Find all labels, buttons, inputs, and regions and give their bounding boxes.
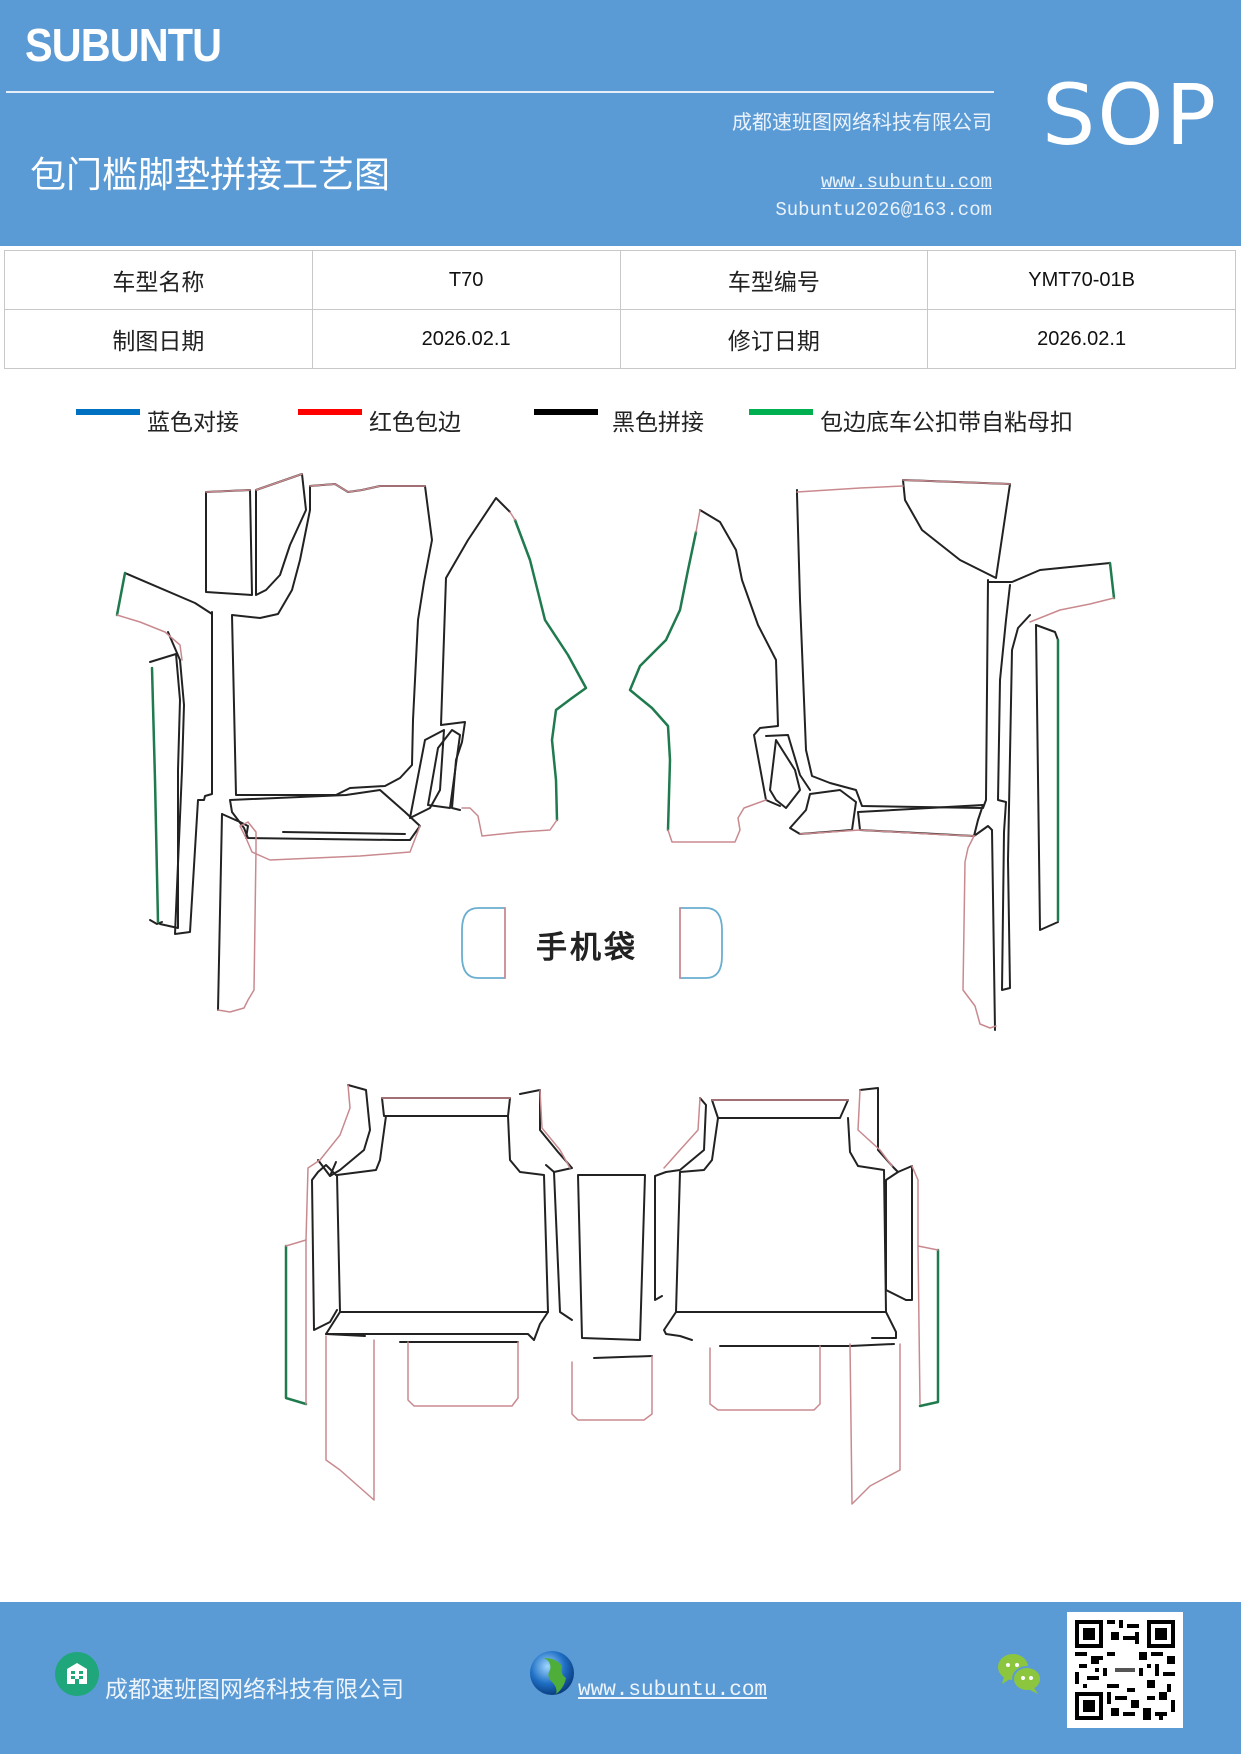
green-swatch [749,409,813,415]
footer-company: 成都速班图网络科技有限公司 [53,1650,404,1703]
header-divider [6,91,994,93]
revision-date-label: 修订日期 [619,309,929,369]
email-address: Subuntu2026@163.com [775,199,992,221]
sop-badge: SOP [1042,66,1219,164]
footer-website: www.subuntu.com [528,1648,767,1702]
legend-label: 蓝色对接 [147,410,239,436]
model-name-value: T70 [311,250,621,310]
legend-label: 红色包边 [369,410,461,436]
table-row: 车型名称 T70 车型编号 YMT70-01B [4,250,1236,310]
model-code-value: YMT70-01B [927,250,1236,310]
legend-item-green: 包边底车公扣带自粘母扣 [749,403,1073,437]
rear-mat-diagram [284,1084,940,1505]
header-banner: SUBUNTU 包门槛脚垫拼接工艺图 成都速班图网络科技有限公司 www.sub… [0,0,1241,246]
drawing-date-value: 2026.02.1 [311,309,621,369]
color-legend: 蓝色对接 红色包边 黑色拼接 包边底车公扣带自粘母扣 [0,403,1241,443]
qr-code [1067,1612,1183,1728]
legend-label: 包边底车公扣带自粘母扣 [820,410,1073,436]
globe-icon [530,1651,574,1695]
footer-company-name: 成都速班图网络科技有限公司 [105,1677,404,1703]
legend-item-red: 红色包边 [298,403,461,437]
model-code-label: 车型编号 [619,250,929,310]
revision-date-value: 2026.02.1 [927,309,1236,369]
document-title: 包门槛脚垫拼接工艺图 [30,155,391,196]
building-icon [55,1652,99,1696]
vehicle-info-table: 车型名称 T70 车型编号 YMT70-01B 制图日期 2026.02.1 修… [4,250,1236,369]
red-swatch [298,409,362,415]
legend-label: 黑色拼接 [612,410,704,436]
legend-item-black: 黑色拼接 [534,403,704,437]
legend-item-blue: 蓝色对接 [76,403,239,437]
front-mat-diagram [115,473,1116,1031]
wechat-icon[interactable] [996,1652,1044,1696]
model-name-label: 车型名称 [4,250,313,310]
website-link[interactable]: www.subuntu.com [820,171,992,193]
blue-swatch [76,409,140,415]
footer-website-link[interactable]: www.subuntu.com [578,1679,768,1702]
table-row: 制图日期 2026.02.1 修订日期 2026.02.1 [4,309,1236,369]
black-swatch [534,409,598,415]
company-name: 成都速班图网络科技有限公司 [732,110,992,134]
brand-logo: SUBUNTU [25,19,222,71]
phone-bag-label: 手机袋 [536,930,638,966]
drawing-date-label: 制图日期 [4,309,313,369]
qr-code-image [1075,1620,1175,1720]
